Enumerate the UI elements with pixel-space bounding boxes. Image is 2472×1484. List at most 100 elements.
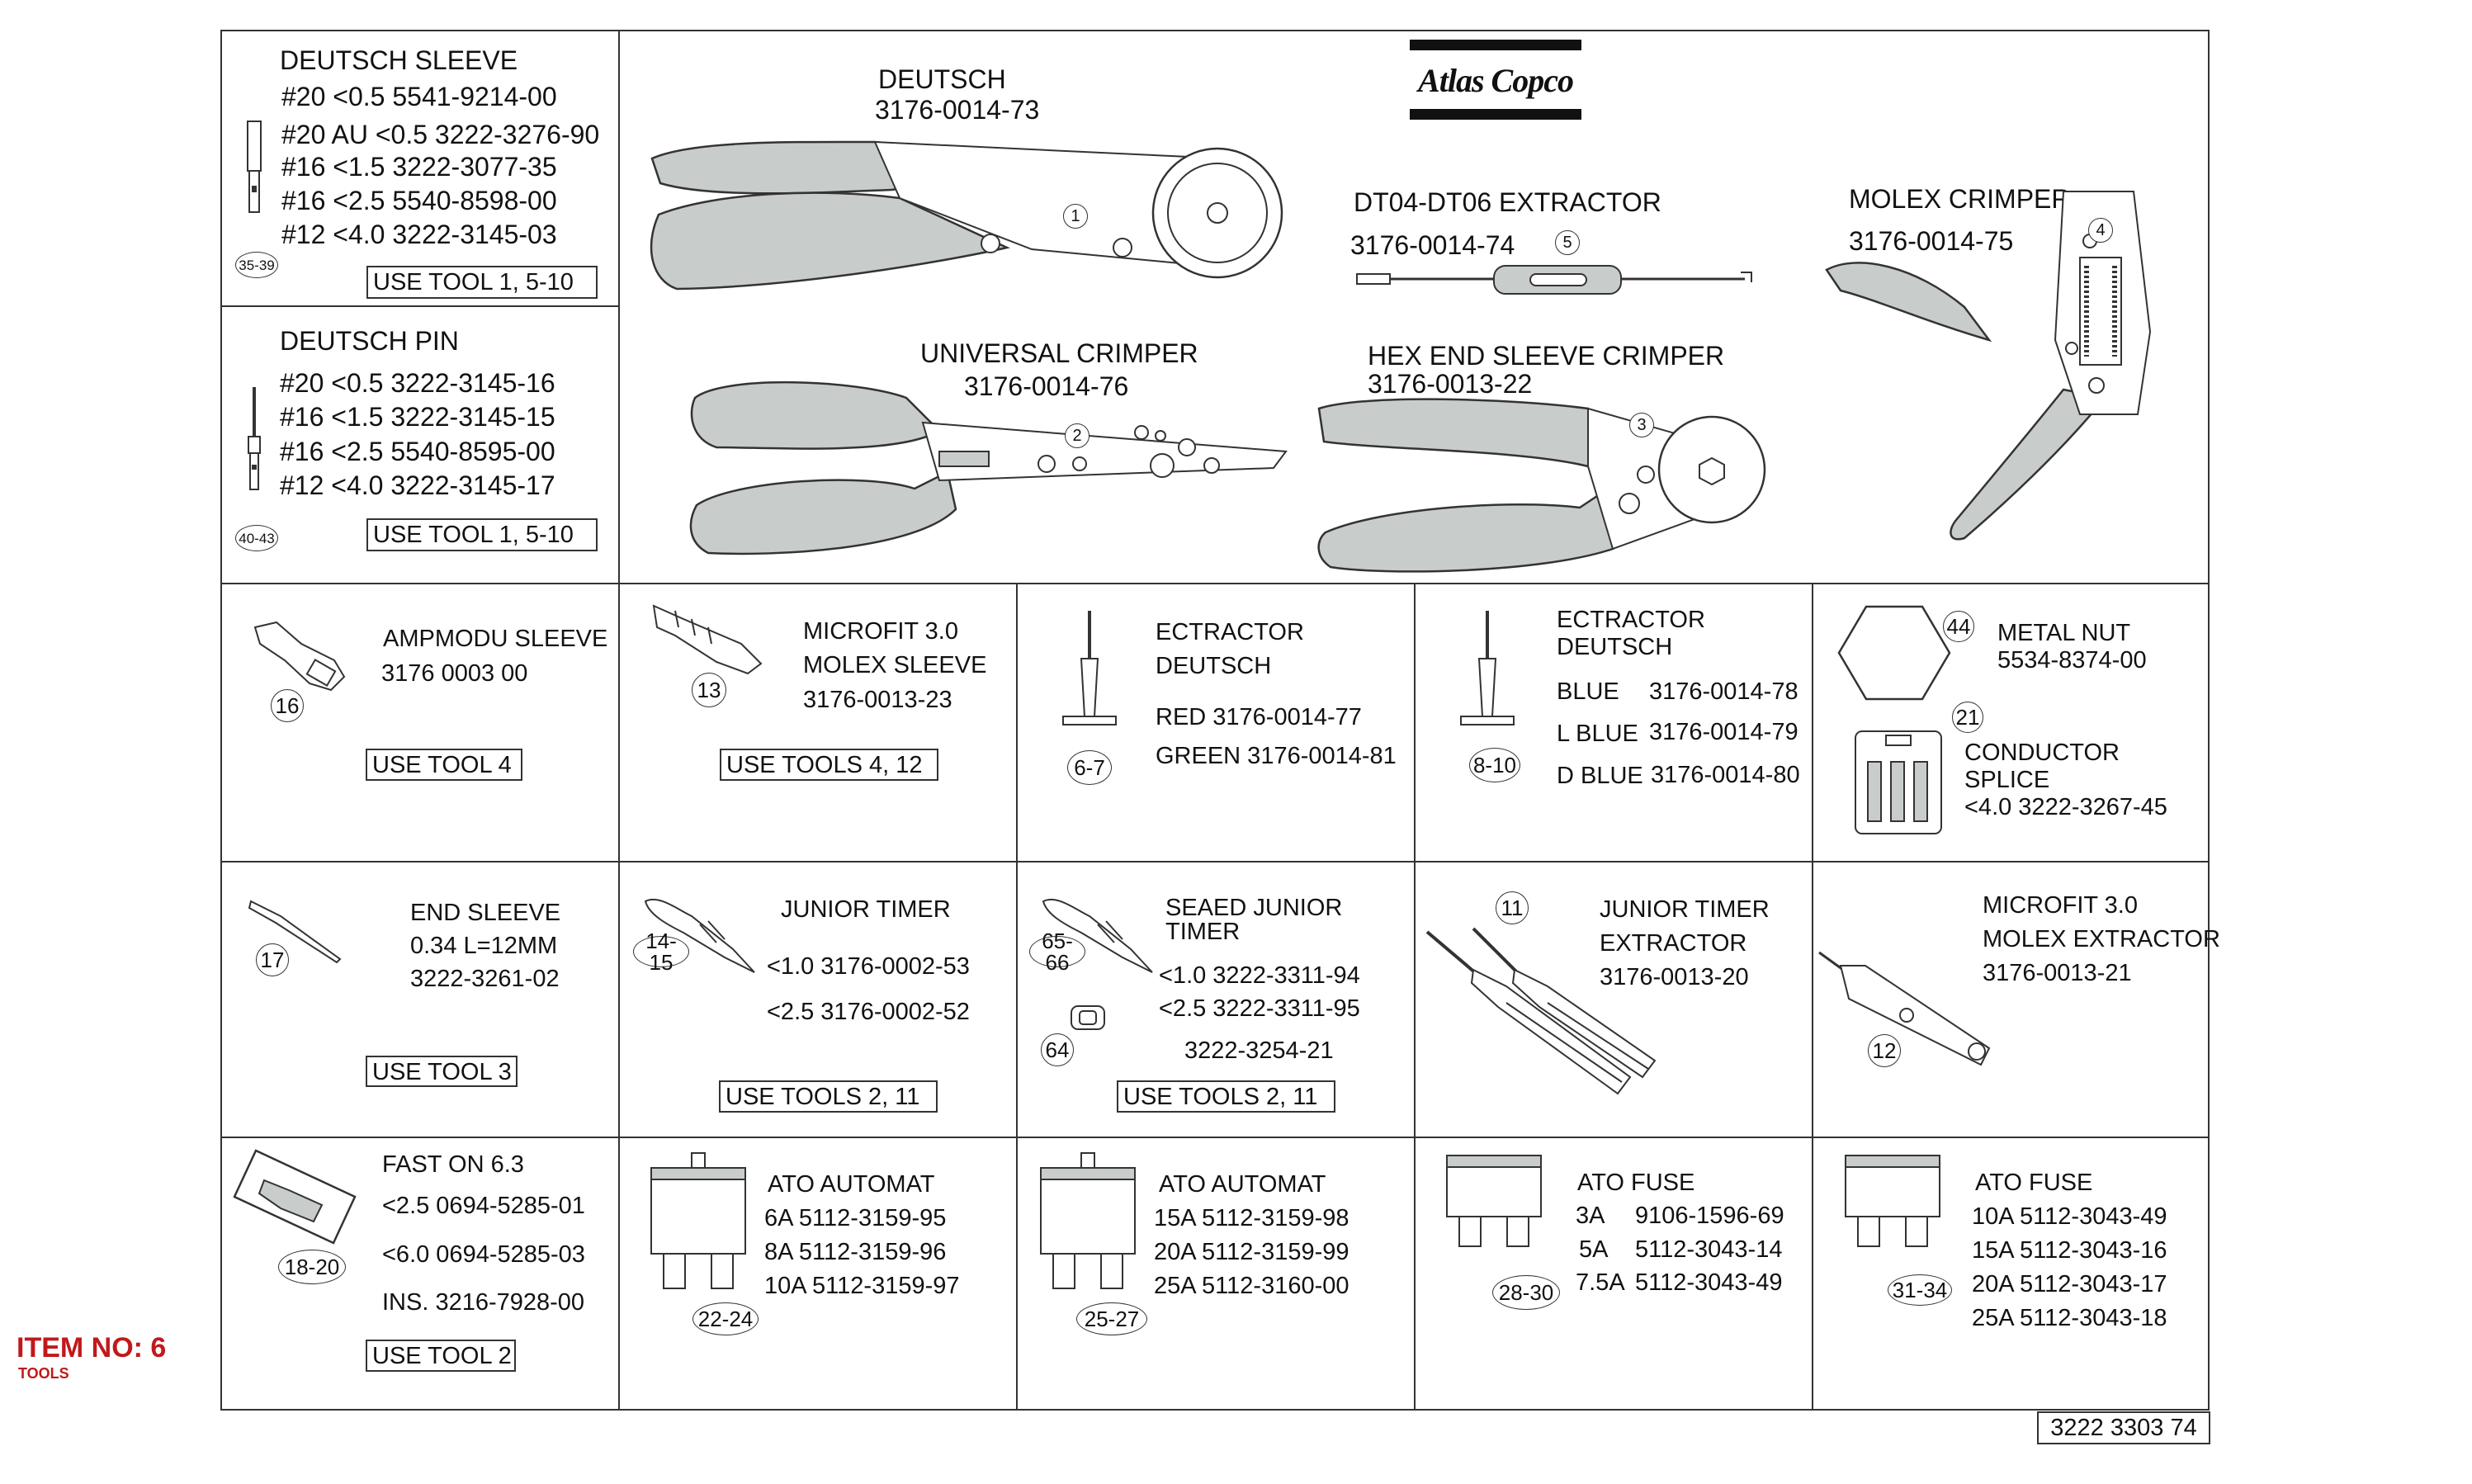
use-tool-label: USE TOOL 1, 5-10 bbox=[366, 266, 598, 299]
fuse-rating: 3A bbox=[1576, 1203, 1605, 1229]
cell-part-line: 8A 5112-3159-96 bbox=[764, 1239, 947, 1265]
ampmodu-sleeve-icon bbox=[253, 621, 346, 692]
tool-number-badge: 3 bbox=[1629, 413, 1654, 437]
tool-part-number: 3176-0013-22 bbox=[1368, 369, 1533, 399]
ref-number-badge: 64 bbox=[1041, 1033, 1074, 1066]
cell-title: MICROFIT 3.0 bbox=[1983, 892, 2138, 919]
cell-title: MOLEX SLEEVE bbox=[803, 652, 987, 678]
cell-part-line: 0.34 L=12MM bbox=[410, 933, 558, 959]
ato-automat-icon bbox=[1040, 1152, 1136, 1289]
cell-part-line: INS. 3216-7928-00 bbox=[382, 1289, 585, 1316]
tool-name: MOLEX CRIMPER bbox=[1849, 184, 2071, 214]
ref-number-badge: 25-27 bbox=[1076, 1302, 1147, 1335]
fuse-rating: 7.5A bbox=[1576, 1269, 1625, 1296]
ref-number-badge: 17 bbox=[256, 943, 289, 976]
tool-name: HEX END SLEEVE CRIMPER bbox=[1368, 341, 1725, 371]
ref-number-badge: 31-34 bbox=[1888, 1274, 1952, 1306]
cell-title: END SLEEVE bbox=[410, 900, 561, 926]
ref-number-badge: 8-10 bbox=[1469, 748, 1520, 782]
extractor-deutsch-icon bbox=[1460, 611, 1515, 725]
use-tool-label: USE TOOLS 2, 11 bbox=[1117, 1080, 1335, 1113]
ref-number-badge: 12 bbox=[1868, 1034, 1901, 1067]
metal-nut-icon bbox=[1837, 605, 1951, 701]
cell-part-line: 20A 5112-3043-17 bbox=[1972, 1271, 2167, 1297]
ref-number-badge: 6-7 bbox=[1067, 750, 1112, 785]
cell-part-number: 3176 0003 00 bbox=[381, 660, 528, 687]
tool-number-badge: 2 bbox=[1065, 423, 1089, 448]
cell-part-line: 15A 5112-3043-16 bbox=[1972, 1237, 2167, 1264]
ato-fuse-icon bbox=[1446, 1155, 1542, 1247]
cell-title: CONDUCTOR bbox=[1964, 740, 2120, 766]
use-tool-label: USE TOOLS 4, 12 bbox=[720, 749, 938, 781]
cell-part-line: 20A 5112-3159-99 bbox=[1154, 1239, 1349, 1265]
cell-title: ATO FUSE bbox=[1577, 1170, 1695, 1196]
cell-title: SEAED JUNIOR bbox=[1165, 895, 1343, 921]
divider bbox=[220, 1137, 2210, 1138]
microfit-sleeve-icon bbox=[652, 604, 763, 675]
cell-part-number: 3176-0014-80 bbox=[1651, 762, 1800, 788]
cell-part-line: 15A 5112-3159-98 bbox=[1154, 1205, 1349, 1231]
cell-part-line: RED 3176-0014-77 bbox=[1156, 704, 1362, 730]
universal-crimper-icon bbox=[689, 380, 1288, 555]
cell-part-number: 3176-0013-23 bbox=[803, 687, 952, 713]
molex-crimper-icon bbox=[1825, 191, 2152, 541]
color-label: BLUE bbox=[1557, 678, 1619, 705]
deutsch-sleeve-line: #12 <4.0 3222-3145-03 bbox=[281, 220, 557, 249]
cell-part-number: 3222-3254-21 bbox=[1184, 1037, 1334, 1064]
junior-timer-icon bbox=[644, 898, 755, 973]
microfit-extractor-icon bbox=[1818, 951, 1991, 1066]
sealed-junior-timer-icon bbox=[1042, 898, 1153, 973]
deutsch-pin-line: #16 <1.5 3222-3145-15 bbox=[280, 402, 555, 432]
deutsch-pin-line: #16 <2.5 5540-8595-00 bbox=[280, 437, 555, 466]
divider bbox=[220, 305, 618, 307]
tool-name: UNIVERSAL CRIMPER bbox=[920, 338, 1198, 368]
tool-part-number: 3176-0014-73 bbox=[875, 95, 1040, 125]
ref-number-badge: 14-15 bbox=[633, 930, 689, 973]
cell-title: SPLICE bbox=[1964, 767, 2050, 793]
ref-number-badge: 21 bbox=[1952, 702, 1983, 733]
cell-part-line: 10A 5112-3159-97 bbox=[764, 1273, 960, 1299]
cell-title: FAST ON 6.3 bbox=[382, 1151, 524, 1178]
cell-part-line: <1.0 3176-0002-53 bbox=[767, 953, 970, 980]
ref-number-badge: 22-24 bbox=[692, 1302, 759, 1335]
cell-part-line: <2.5 0694-5285-01 bbox=[382, 1193, 585, 1219]
tool-part-number: 3176-0014-76 bbox=[964, 371, 1129, 401]
cell-part-number: 3222-3261-02 bbox=[410, 966, 560, 992]
deutsch-pin-line: #20 <0.5 3222-3145-16 bbox=[280, 368, 555, 398]
color-label: D BLUE bbox=[1557, 763, 1643, 789]
ref-number-badge: 35-39 bbox=[235, 252, 278, 278]
cell-part-number: 3176-0013-20 bbox=[1600, 964, 1749, 990]
cell-part-number: 5112-3043-14 bbox=[1635, 1236, 1783, 1263]
cell-part-line: 25A 5112-3160-00 bbox=[1154, 1273, 1349, 1299]
cell-title: MICROFIT 3.0 bbox=[803, 618, 958, 645]
ato-fuse-icon bbox=[1845, 1155, 1940, 1247]
seal-icon bbox=[1071, 1005, 1105, 1030]
ref-number-badge: 40-43 bbox=[235, 525, 278, 551]
extractor-deutsch-icon bbox=[1062, 611, 1117, 725]
cell-part-line: GREEN 3176-0014-81 bbox=[1156, 743, 1397, 769]
cell-part-number: 5112-3043-49 bbox=[1635, 1269, 1783, 1296]
cell-title: METAL NUT bbox=[1997, 620, 2131, 646]
tool-number-badge: 1 bbox=[1063, 204, 1088, 229]
cell-title: ECTRACTOR bbox=[1156, 619, 1304, 645]
color-label: L BLUE bbox=[1557, 721, 1638, 747]
use-tool-label: USE TOOL 1, 5-10 bbox=[366, 518, 598, 551]
deutsch-pin-title: DEUTSCH PIN bbox=[280, 326, 459, 356]
cell-title: ATO AUTOMAT bbox=[1159, 1171, 1326, 1198]
cell-title: ATO FUSE bbox=[1975, 1170, 2093, 1196]
ref-number-badge: 18-20 bbox=[278, 1250, 346, 1284]
deutsch-sleeve-title: DEUTSCH SLEEVE bbox=[280, 45, 518, 75]
dt04-extractor-icon bbox=[1356, 265, 1752, 295]
cell-title: EXTRACTOR bbox=[1600, 930, 1747, 957]
deutsch-sleeve-line: #16 <2.5 5540-8598-00 bbox=[281, 186, 557, 215]
ref-number-badge: 65-66 bbox=[1029, 930, 1085, 973]
deutsch-pin-icon bbox=[248, 387, 261, 490]
deutsch-sleeve-line: #16 <1.5 3222-3077-35 bbox=[281, 152, 557, 182]
tool-number-badge: 5 bbox=[1555, 230, 1580, 255]
cell-title: JUNIOR TIMER bbox=[1600, 896, 1770, 923]
use-tool-label: USE TOOL 2 bbox=[366, 1340, 516, 1372]
tool-name: DEUTSCH bbox=[878, 64, 1006, 94]
cell-title: TIMER bbox=[1165, 919, 1241, 945]
divider bbox=[618, 30, 620, 1411]
cell-part-number: 3176-0014-79 bbox=[1649, 719, 1798, 745]
